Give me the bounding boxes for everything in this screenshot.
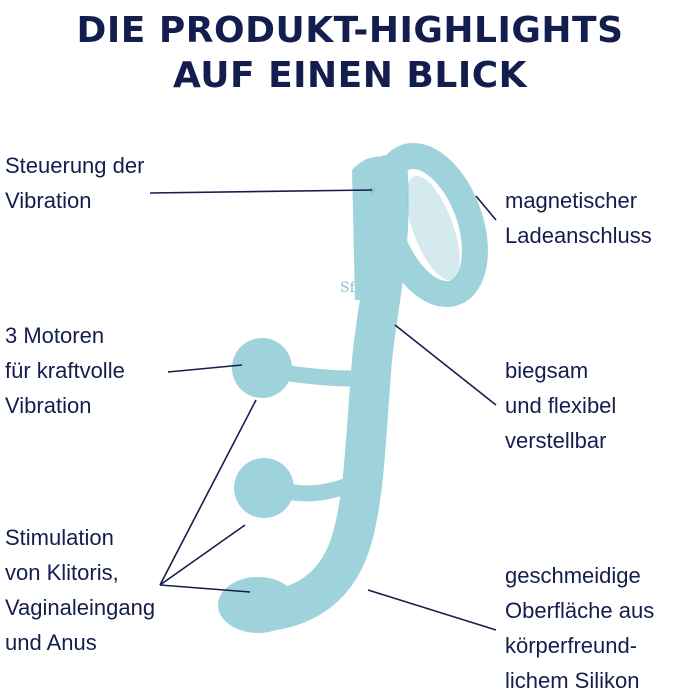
label-line: magnetischer [505, 188, 638, 213]
label-line: 3 Motoren [5, 323, 105, 348]
label-line: verstellbar [505, 428, 607, 453]
title-line-2: AUF EINEN BLICK [172, 55, 528, 96]
label-line: Vibration [5, 188, 92, 213]
label-line: Vibration [5, 393, 92, 418]
callout-surface [367, 589, 497, 631]
callout-lines [149, 189, 497, 631]
middle-motor-ball [234, 458, 294, 518]
callout-control [149, 189, 373, 194]
label-line: für kraftvolle [5, 358, 125, 383]
label-control: Steuerung der Vibration [5, 148, 144, 218]
title-line-1: DIE PRODUKT-HIGHLIGHTS [76, 10, 624, 51]
label-line: und flexibel [505, 393, 617, 418]
label-line: Vaginaleingang [5, 595, 156, 620]
callout-flexible [394, 324, 497, 406]
label-line: lichem Silikon [505, 668, 640, 693]
callout-charging [475, 195, 497, 221]
label-charging: magnetischer Ladeanschluss [505, 183, 652, 253]
label-line: Stimulation [5, 525, 114, 550]
label-line: körperfreund- [505, 633, 638, 658]
label-flexible: biegsam und flexibel verstellbar [505, 353, 616, 458]
label-stimulation: Stimulation von Klitoris, Vaginaleingang… [5, 520, 155, 660]
charging-ring [372, 142, 488, 308]
label-line: und Anus [5, 630, 97, 655]
label-line: von Klitoris, [5, 560, 119, 585]
label-line: Oberfläche aus [505, 598, 655, 623]
label-surface: geschmeidige Oberfläche aus körperfreund… [505, 558, 654, 698]
label-line: Steuerung der [5, 153, 145, 178]
label-line: geschmeidige [505, 563, 641, 588]
label-line: Ladeanschluss [505, 223, 652, 248]
label-motors: 3 Motoren für kraftvolle Vibration [5, 318, 125, 423]
bottom-bulb [218, 577, 298, 633]
callout-motors [167, 364, 243, 373]
callout-stim-3 [159, 584, 251, 593]
upper-motor-ball [232, 338, 292, 398]
callout-stim-2 [159, 524, 246, 586]
brand-logo: Sf [340, 280, 357, 296]
callout-stim-1 [159, 399, 257, 586]
label-line: biegsam [505, 358, 589, 383]
